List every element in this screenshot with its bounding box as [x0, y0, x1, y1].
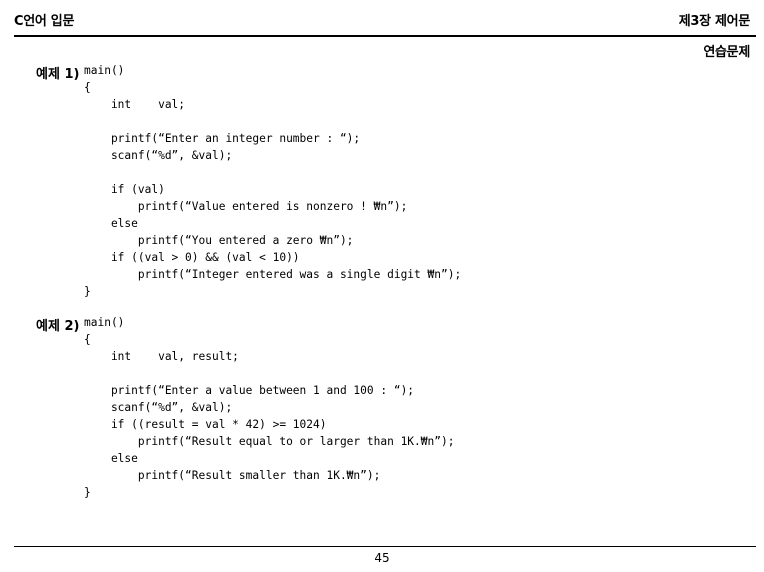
code-line: } — [84, 486, 91, 499]
example-1-label: 예제 1) — [36, 67, 80, 82]
example-2-label: 예제 2) — [36, 319, 80, 334]
code-line: if (val) — [84, 183, 165, 196]
code-line: int val; — [84, 98, 186, 111]
code-line: else — [84, 217, 138, 230]
code-line: else — [84, 452, 138, 465]
code-line: } — [84, 285, 91, 298]
footer-divider — [14, 546, 756, 547]
course-title: C언어 입문 — [14, 14, 75, 29]
code-line: printf(“Enter an integer number : “); — [84, 132, 361, 145]
code-line: scanf(“%d”, &val); — [84, 149, 233, 162]
code-line: printf(“You entered a zero ₩n”); — [84, 234, 354, 247]
code-line — [84, 164, 461, 181]
code-line: if ((result = val * 42) >= 1024) — [84, 418, 327, 431]
code-line: { — [84, 81, 91, 94]
code-line: printf(“Result smaller than 1K.₩n”); — [84, 469, 381, 482]
header-divider — [14, 35, 756, 37]
example-1-code-block: main() { int val; printf(“Enter an intege… — [84, 62, 461, 300]
code-line: printf(“Result equal to or larger than 1… — [84, 435, 455, 448]
chapter-title: 제3장 제어문 — [678, 14, 751, 29]
code-line: printf(“Integer entered was a single dig… — [84, 268, 462, 281]
code-line: main() — [84, 316, 125, 329]
code-line: printf(“Enter a value between 1 and 100 … — [84, 384, 415, 397]
code-line: main() — [84, 64, 125, 77]
page-number: 45 — [374, 551, 390, 565]
code-line: int val, result; — [84, 350, 239, 363]
example-2-code-block: main() { int val, result; printf(“Enter a… — [84, 314, 454, 501]
code-line: printf(“Value entered is nonzero ! ₩n”); — [84, 200, 408, 213]
code-line: if ((val > 0) && (val < 10)) — [84, 251, 300, 264]
section-subtitle: 연습문제 — [703, 45, 750, 60]
code-line: { — [84, 333, 91, 346]
code-line — [84, 365, 454, 382]
code-line — [84, 113, 461, 130]
code-line: scanf(“%d”, &val); — [84, 401, 233, 414]
